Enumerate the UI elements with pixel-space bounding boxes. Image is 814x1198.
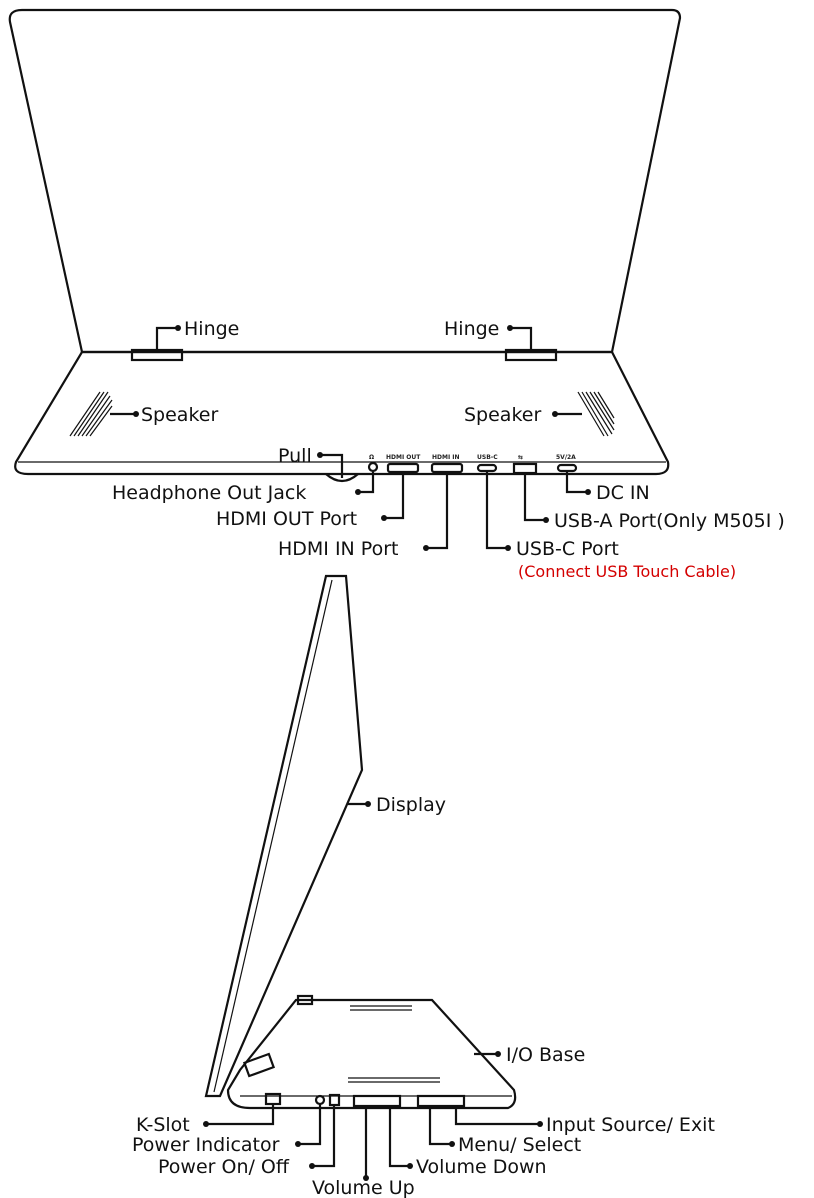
usb-c-mark: USB-C [477, 454, 498, 461]
speaker-grille-right [577, 391, 615, 437]
callouts-side [203, 801, 543, 1181]
display-lid [8, 8, 682, 354]
side-view: Display I/O Base K-Slot Power Indicator … [132, 574, 715, 1198]
label-usb-c: USB-C Port [516, 538, 619, 560]
label-power-indicator: Power Indicator [132, 1134, 280, 1156]
usb-a-icon: ⇆ [518, 454, 523, 461]
label-input-source-exit: Input Source/ Exit [546, 1114, 715, 1136]
label-hdmi-out: HDMI OUT Port [216, 508, 357, 530]
callouts-top [110, 325, 591, 551]
power-indicator-shape [314, 1094, 326, 1106]
headphone-icon: Ω [369, 454, 374, 461]
label-k-slot: K-Slot [136, 1114, 190, 1136]
label-usb-c-note: (Connect USB Touch Cable) [518, 562, 736, 581]
label-hinge-left: Hinge [184, 318, 239, 340]
label-dc-in: DC IN [596, 482, 650, 504]
dc-mark: 5V/2A [556, 454, 576, 461]
base-body [14, 350, 670, 476]
label-power-on-off: Power On/ Off [158, 1156, 290, 1178]
menu-rocker-shape [416, 1094, 466, 1108]
label-io-base: I/O Base [506, 1044, 585, 1066]
label-speaker-left: Speaker [141, 404, 218, 426]
label-menu-select: Menu/ Select [458, 1134, 581, 1156]
vents-top [348, 1005, 440, 1083]
port-icons: Ω HDMI OUT HDMI IN USB-C ⇆ 5V/2A [367, 454, 578, 475]
volume-rocker-shape [352, 1094, 402, 1108]
label-speaker-right: Speaker [464, 404, 541, 426]
label-hinge-right: Hinge [444, 318, 499, 340]
label-volume-down: Volume Down [416, 1156, 547, 1178]
top-view: Ω HDMI OUT HDMI IN USB-C ⇆ 5V/2A [8, 8, 785, 581]
speaker-grille-left [69, 391, 113, 437]
label-usb-a: USB-A Port(Only M505I ) [554, 510, 785, 532]
label-headphone: Headphone Out Jack [112, 482, 306, 504]
io-base-body [226, 998, 517, 1110]
hdmi-in-mark: HDMI IN [432, 454, 460, 461]
label-display: Display [376, 794, 446, 816]
pull-notch [325, 473, 359, 483]
label-pull: Pull [278, 445, 312, 467]
display-panel [204, 574, 364, 1098]
label-volume-up: Volume Up [312, 1177, 415, 1198]
hdmi-out-mark: HDMI OUT [386, 454, 421, 461]
label-hdmi-in: HDMI IN Port [278, 538, 398, 560]
